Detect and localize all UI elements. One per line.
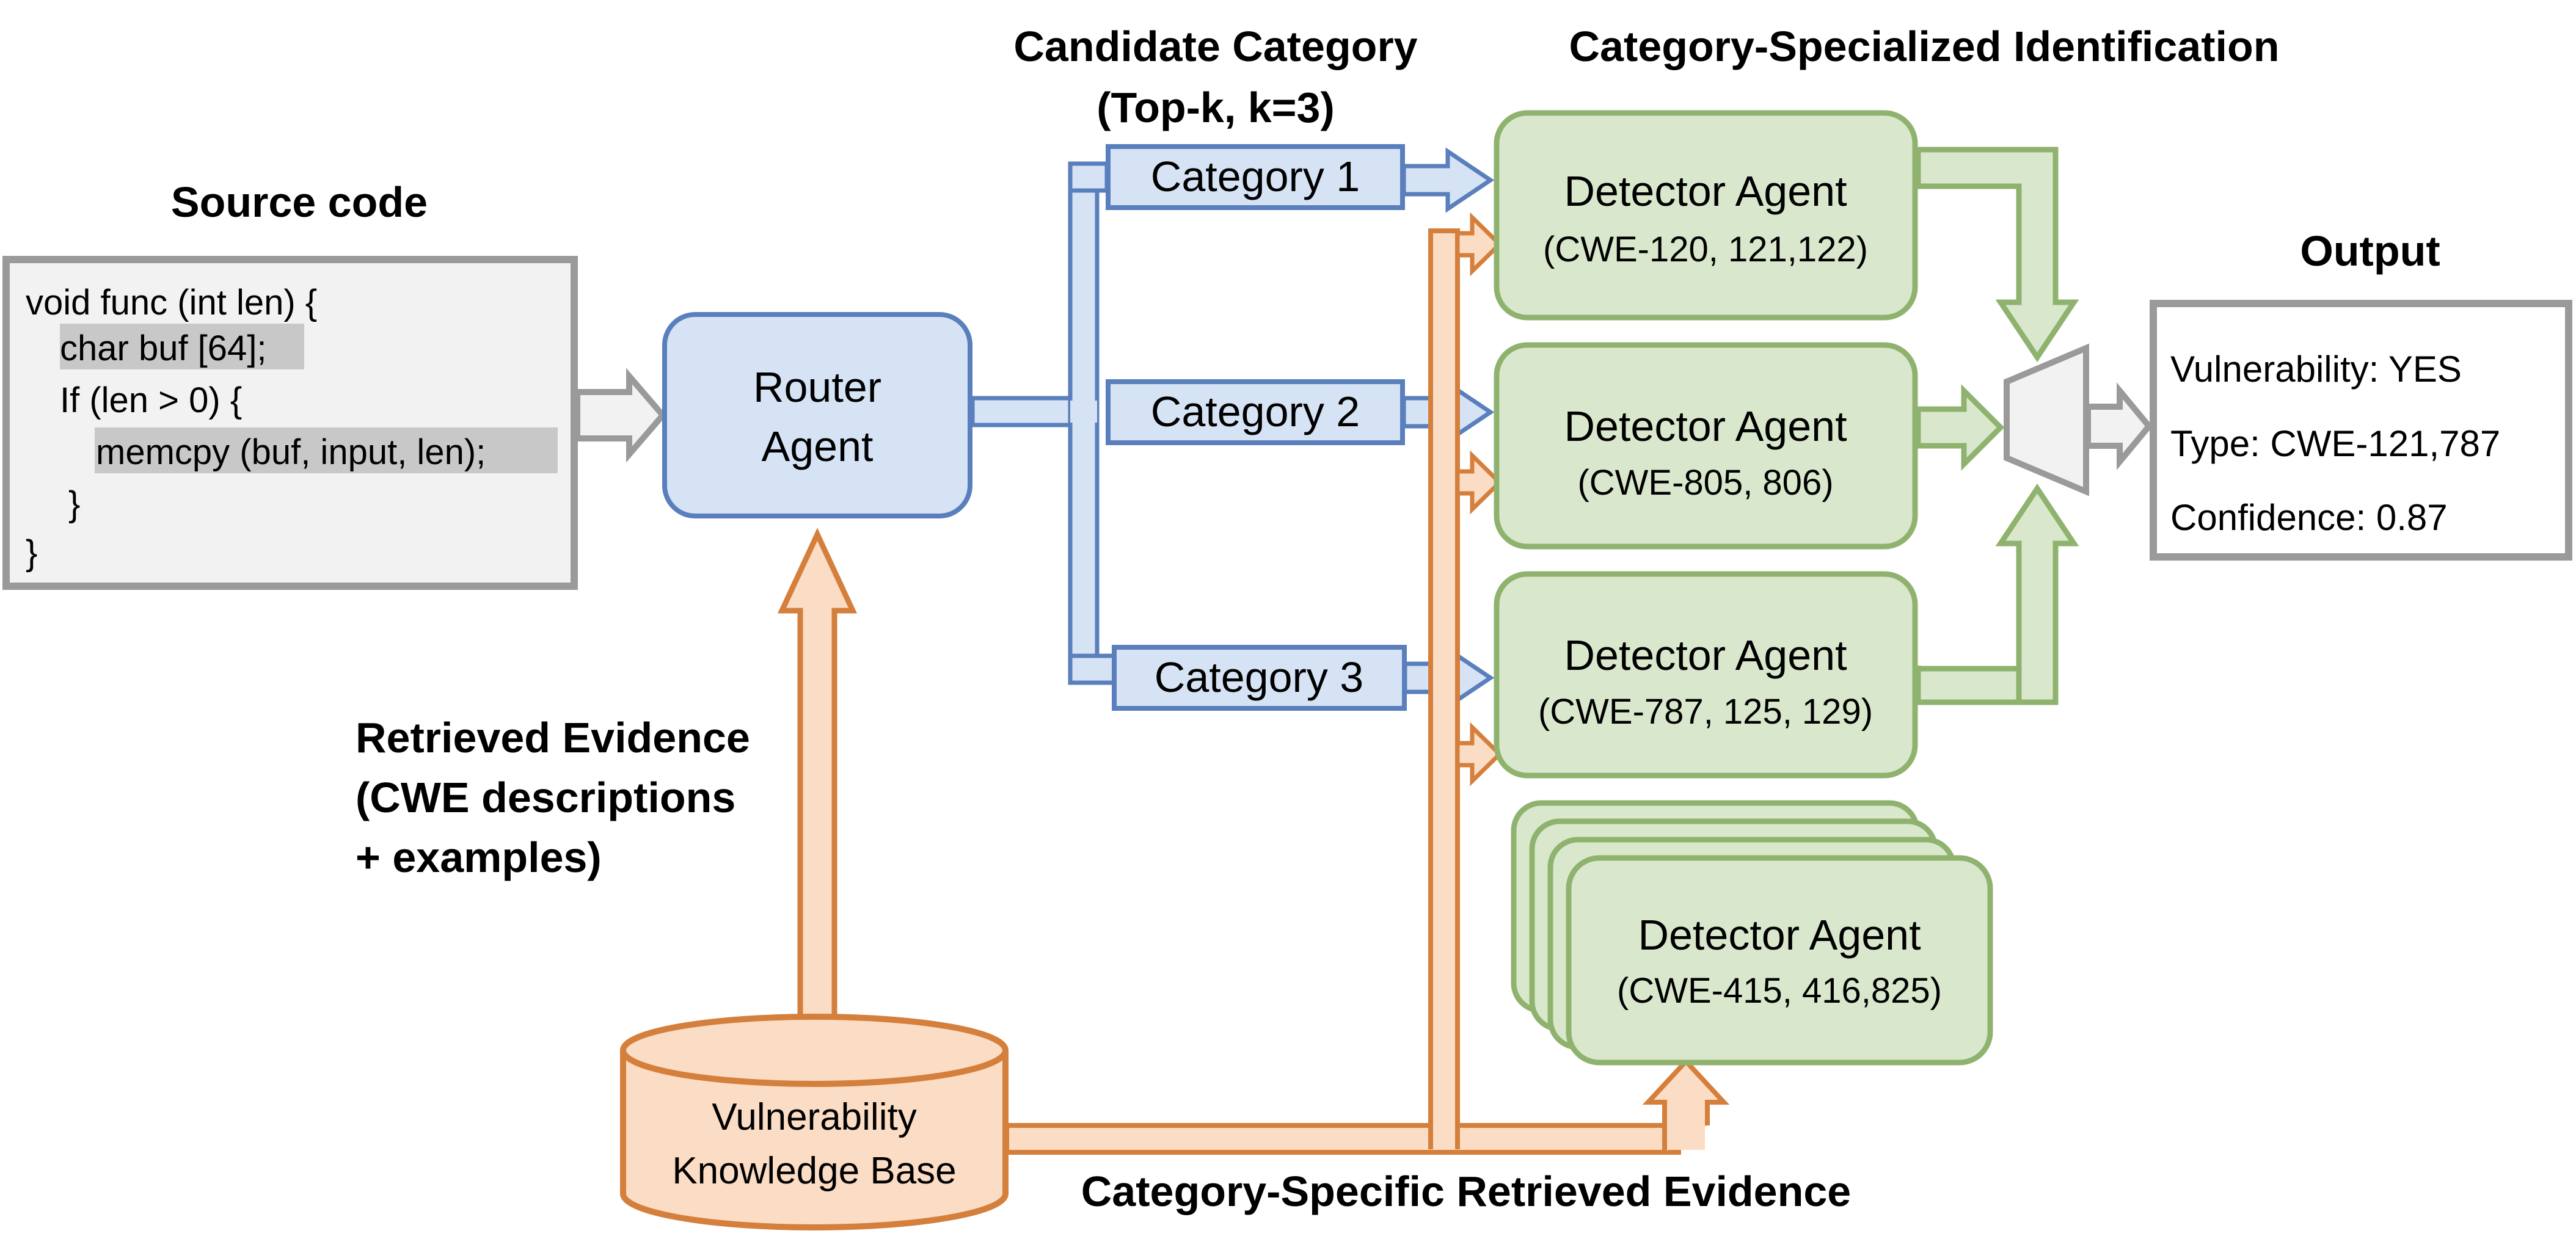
routing-connectors xyxy=(970,161,1117,685)
knowledge-base-cylinder: Vulnerability Knowledge Base xyxy=(620,1014,1009,1230)
knowledge-base-label: Vulnerability xyxy=(712,1096,916,1138)
output-confidence: Confidence: 0.87 xyxy=(2170,497,2448,538)
output-box: Vulnerability: YES Type: CWE-121,787 Con… xyxy=(2150,300,2572,561)
evidence-arrow-detector-3 xyxy=(1455,722,1503,787)
output-heading: Output xyxy=(2300,227,2440,275)
knowledge-base-label: Knowledge Base xyxy=(672,1150,956,1192)
code-line: memcpy (buf, input, len); xyxy=(96,432,486,472)
detector-agent-1-box: Detector Agent (CWE-120, 121,122) xyxy=(1494,110,1918,321)
code-line: If (len > 0) { xyxy=(60,380,242,420)
detector-agent-2-box: Detector Agent (CWE-805, 806) xyxy=(1494,342,1918,550)
detector-agent-cwe: (CWE-120, 121,122) xyxy=(1543,230,1868,269)
code-line: void func (int len) { xyxy=(26,283,317,322)
knowledge-base-horizontal-pipe xyxy=(1004,1123,1681,1155)
retrieved-evidence-label: Retrieved Evidence xyxy=(356,714,750,761)
detector-agent-title: Detector Agent xyxy=(1564,402,1847,450)
candidate-category-subheading: (Top-k, k=3) xyxy=(1096,84,1335,131)
candidate-category-heading: Candidate Category xyxy=(1013,23,1417,70)
output-type: Type: CWE-121,787 xyxy=(2170,423,2500,464)
source-code-heading: Source code xyxy=(171,178,428,226)
retrieved-evidence-label: (CWE descriptions xyxy=(356,774,735,821)
category-label: Category 3 xyxy=(1155,653,1363,701)
detector-2-to-merge-pipe xyxy=(1915,384,2005,471)
category-bus xyxy=(1068,161,1100,685)
evidence-arrow-detector-1 xyxy=(1455,212,1503,277)
code-line: } xyxy=(68,484,80,524)
source-code-box: void func (int len) { char buf [64]; If … xyxy=(2,256,578,590)
category-specialized-heading: Category-Specialized Identification xyxy=(1569,23,2280,70)
router-output-connector xyxy=(970,396,1086,427)
code-highlight xyxy=(95,427,558,473)
detector-agent-cwe: (CWE-415, 416,825) xyxy=(1617,971,1942,1011)
category-1-box: Category 1 xyxy=(1106,144,1405,210)
merge-to-output-arrow xyxy=(2085,382,2153,470)
evidence-vertical-pipe xyxy=(1428,228,1460,1149)
detector-1-to-merge-pipe xyxy=(1915,147,2079,363)
retrieved-evidence-arrow xyxy=(777,528,858,1028)
code-line: char buf [64]; xyxy=(60,329,267,368)
evidence-arrow-detector-2 xyxy=(1455,450,1503,515)
router-agent-label: Agent xyxy=(762,423,874,470)
detector-agent-title: Detector Agent xyxy=(1564,631,1847,679)
category-3-box: Category 3 xyxy=(1112,645,1407,711)
category-label: Category 2 xyxy=(1151,388,1360,435)
category-label: Category 1 xyxy=(1151,153,1360,200)
detector-agent-4-box: Detector Agent (CWE-415, 416,825) xyxy=(1566,855,1993,1066)
detector-agent-cwe: (CWE-787, 125, 129) xyxy=(1538,692,1873,732)
detector-agent-cwe: (CWE-805, 806) xyxy=(1577,463,1833,503)
retrieved-evidence-label: + examples) xyxy=(356,834,602,881)
category-1-arrow xyxy=(1401,147,1495,213)
evidence-pipes xyxy=(1004,228,1681,1155)
router-agent-box: Router Agent xyxy=(662,312,972,518)
code-to-router-arrow xyxy=(574,368,667,463)
router-agent-label: Router xyxy=(753,363,881,411)
detector-agent-3-box: Detector Agent (CWE-787, 125, 129) xyxy=(1494,571,1918,779)
code-line: } xyxy=(26,533,37,573)
detector-agent-title: Detector Agent xyxy=(1638,911,1921,959)
category-specific-evidence-label: Category-Specific Retrieved Evidence xyxy=(1081,1168,1851,1215)
merge-funnel xyxy=(2004,343,2089,496)
output-vulnerability: Vulnerability: YES xyxy=(2170,349,2462,390)
category-2-box: Category 2 xyxy=(1106,379,1405,445)
detector-agent-title: Detector Agent xyxy=(1564,167,1847,215)
code-highlight xyxy=(60,324,304,369)
